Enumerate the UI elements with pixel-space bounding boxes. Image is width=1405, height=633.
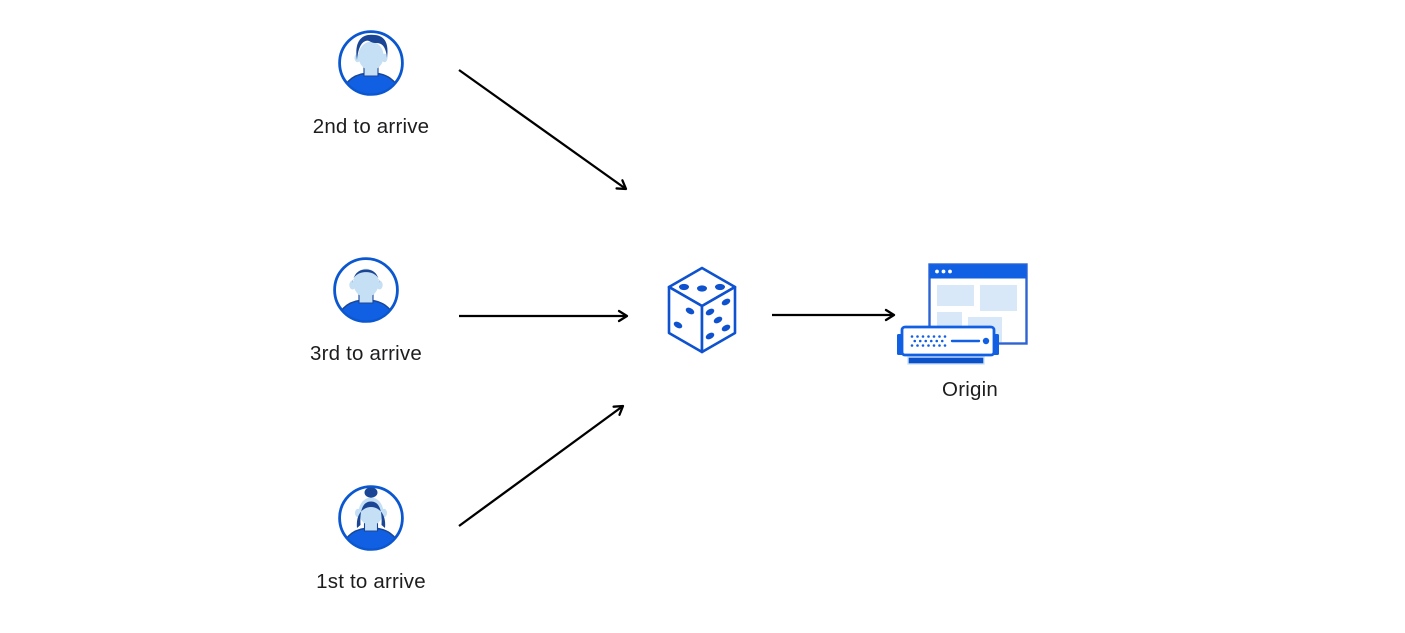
origin-node: Origin xyxy=(885,255,1055,415)
arrow-client-1st-to-dice xyxy=(458,404,625,527)
arrow-client-2nd-to-dice xyxy=(458,69,628,191)
client-2nd-to-arrive: 2nd to arrive xyxy=(313,29,429,138)
user-avatar-man-swept-hair-icon xyxy=(338,30,404,96)
client-3rd-label: 3rd to arrive xyxy=(310,342,422,365)
server-appliance-icon xyxy=(897,325,999,365)
client-1st-to-arrive: 1st to arrive xyxy=(316,484,426,593)
client-2nd-label: 2nd to arrive xyxy=(312,115,430,138)
dice-node xyxy=(666,266,738,354)
dice-icon xyxy=(667,266,737,354)
client-3rd-to-arrive: 3rd to arrive xyxy=(310,256,422,365)
client-1st-label: 1st to arrive xyxy=(316,570,426,593)
origin-label: Origin xyxy=(942,378,998,401)
user-avatar-woman-bun-icon xyxy=(338,485,404,551)
user-avatar-man-short-hair-icon xyxy=(333,257,399,323)
